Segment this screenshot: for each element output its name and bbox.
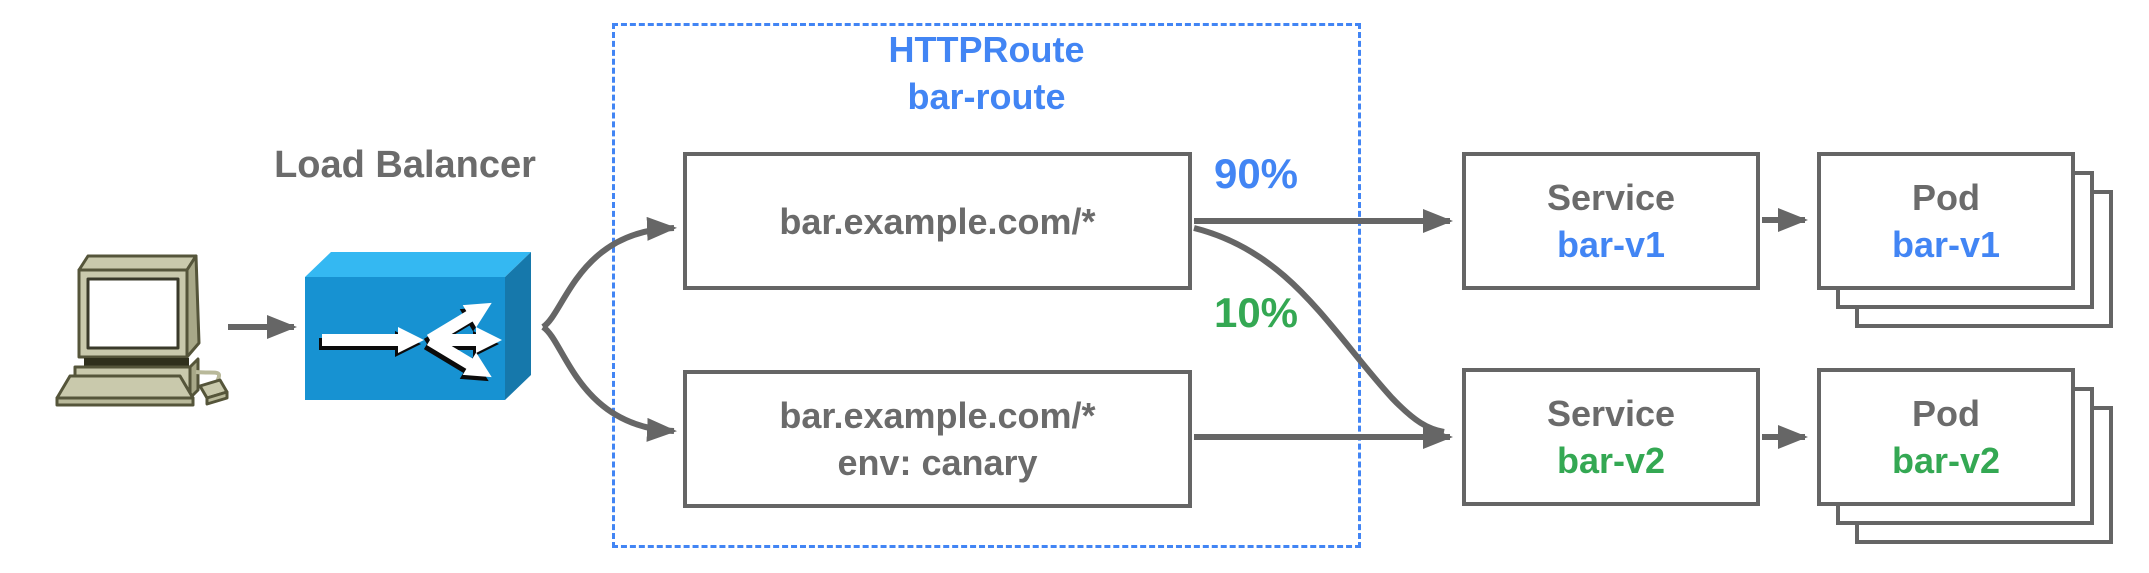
httproute-group-outline [612,23,1361,548]
service-bar-v2-kind: Service [1546,393,1676,434]
httproute-name: bar-route [907,76,1066,117]
lb-arrows [322,291,502,389]
route-rule-primary: bar.example.com/* [683,152,1192,290]
arrow-rule1-to-service2-canary [1193,225,1445,435]
service-bar-v2: Service bar-v2 [1462,368,1760,506]
route-rule-canary-match: bar.example.com/* [779,395,1096,436]
service-bar-v1-kind: Service [1546,177,1676,218]
service-bar-v1: Service bar-v1 [1462,152,1760,290]
pod-bar-v1: Pod bar-v1 [1817,152,2075,290]
route-rule-canary: bar.example.com/* env: canary [683,370,1192,508]
load-balancer-label: Load Balancer [274,144,536,186]
pod-bar-v2-kind: Pod [1912,393,1980,434]
load-balancer-icon [305,252,531,400]
pod-bar-v2: Pod bar-v2 [1817,368,2075,506]
pod-bar-v2-name: bar-v2 [1891,440,2001,481]
service-bar-v1-name: bar-v1 [1556,224,1666,265]
service-bar-v2-name: bar-v2 [1556,440,1666,481]
httproute-title: HTTPRoute bar-route [612,26,1361,120]
route-rule-primary-match: bar.example.com/* [779,200,1096,242]
weight-label-90: 90% [1213,150,1299,197]
desktop-computer-icon [55,254,229,407]
weight-label-10: 10% [1213,289,1299,336]
route-rule-canary-header: env: canary [837,442,1038,483]
pod-bar-v1-kind: Pod [1912,177,1980,218]
arrow-lb-to-rule2 [541,324,677,442]
arrow-lb-to-rule1 [541,216,677,330]
pod-bar-v1-name: bar-v1 [1891,224,2001,265]
httproute-kind: HTTPRoute [888,29,1085,70]
